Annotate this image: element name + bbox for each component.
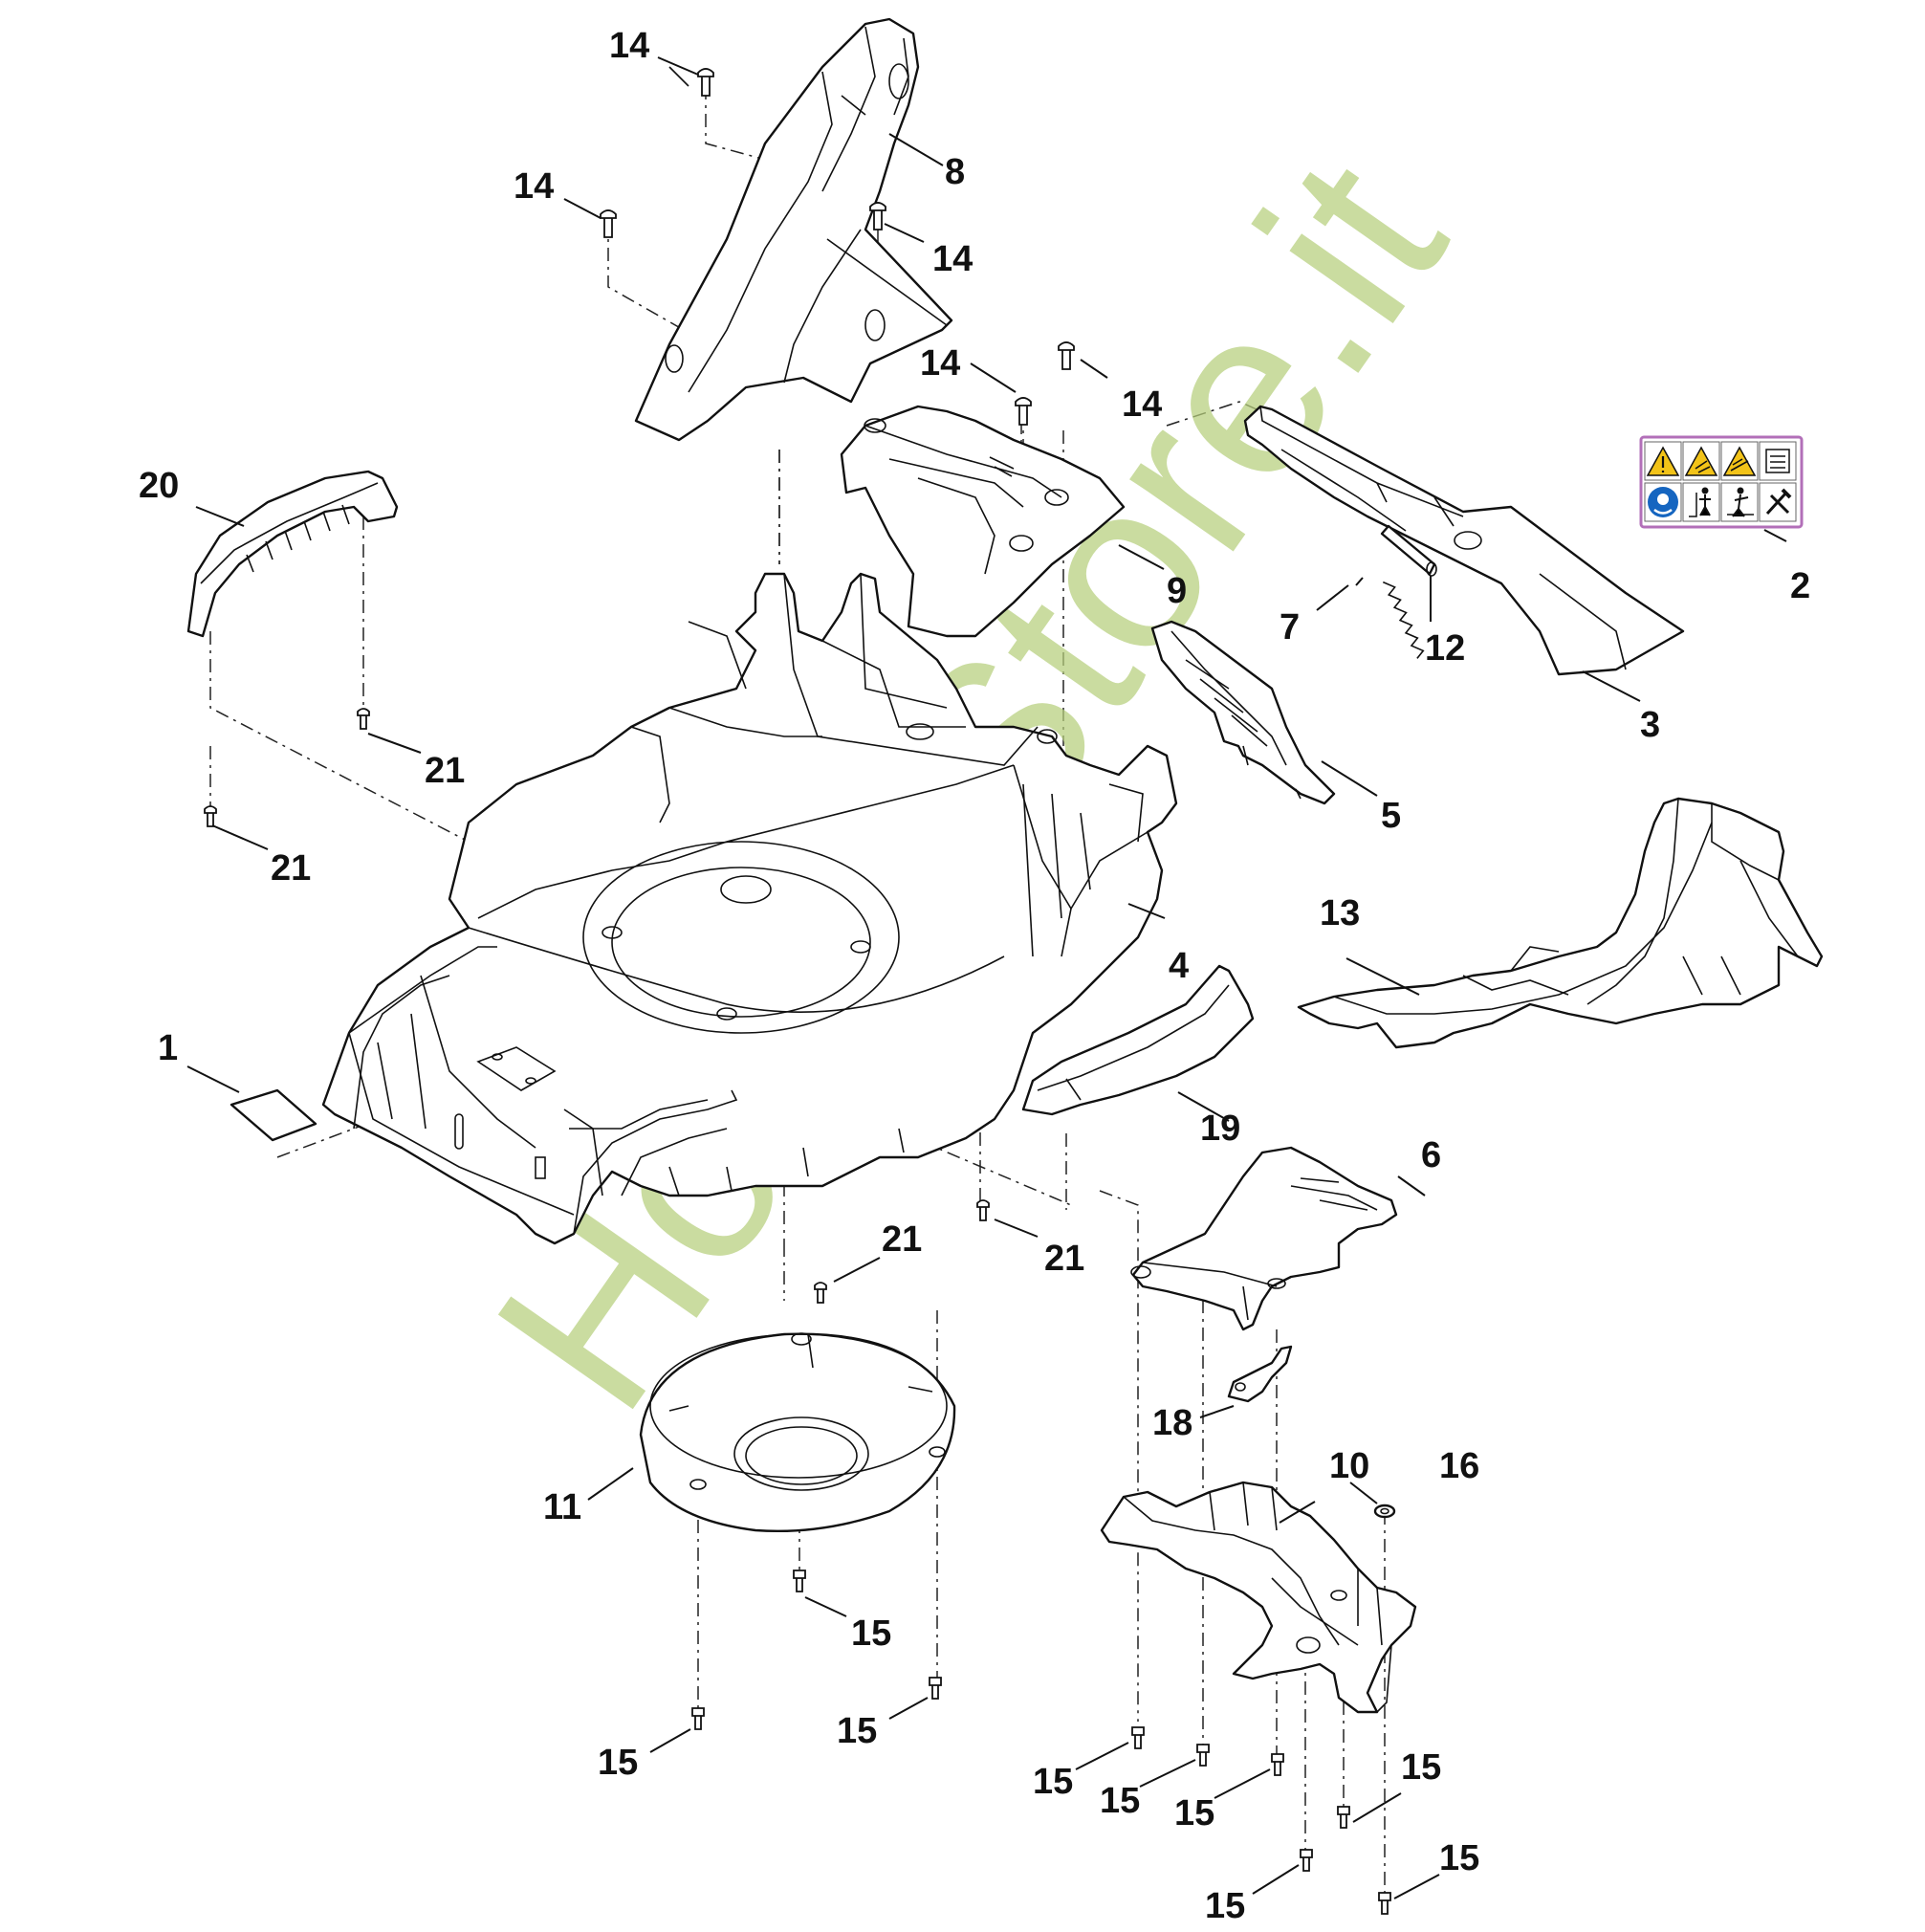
part-11-blade-guard — [639, 1332, 956, 1533]
callout-6: 6 — [1421, 1135, 1441, 1175]
callout-14: 14 — [1122, 384, 1162, 425]
leader-lines — [186, 56, 1787, 1899]
callout-15: 15 — [1205, 1886, 1245, 1926]
callout-5: 5 — [1381, 796, 1401, 836]
callout-12: 12 — [1425, 628, 1465, 669]
callout-14: 14 — [609, 26, 649, 66]
part-6-baffle-plate — [1130, 1146, 1398, 1331]
callout-15: 15 — [1033, 1762, 1073, 1802]
callout-20: 20 — [139, 466, 179, 506]
callout-15: 15 — [1100, 1781, 1140, 1821]
part-18-clip — [1227, 1345, 1293, 1403]
disconnect-spark-plug-icon — [1759, 482, 1797, 522]
callout-14: 14 — [514, 166, 554, 207]
callout-15: 15 — [837, 1711, 877, 1751]
callout-4: 4 — [1169, 946, 1189, 986]
part-1-label — [230, 1088, 317, 1142]
callout-15: 15 — [1174, 1793, 1214, 1833]
part-3-rear-flap — [1243, 405, 1685, 676]
callout-21: 21 — [882, 1219, 922, 1260]
part-7-spring — [1355, 577, 1425, 659]
part-4-mower-deck — [321, 572, 1178, 1245]
callout-15: 15 — [851, 1614, 891, 1654]
callout-8: 8 — [945, 152, 965, 192]
callout-21: 21 — [271, 848, 311, 889]
callout-3: 3 — [1640, 705, 1660, 745]
part-20-front-trim — [186, 470, 399, 638]
callout-14: 14 — [920, 343, 960, 384]
part-16-washer — [1373, 1504, 1396, 1519]
ear-protection-icon — [1644, 482, 1682, 522]
callout-19: 19 — [1200, 1109, 1240, 1149]
part-13-mulch-duct — [1297, 797, 1824, 1049]
part-2-warning-decal — [1639, 435, 1804, 529]
part-8-handle-bracket — [634, 17, 953, 442]
callout-15: 15 — [1439, 1838, 1479, 1878]
hand-blade-warning-icon — [1720, 441, 1759, 481]
operator-icon — [1720, 482, 1759, 522]
callout-16: 16 — [1439, 1446, 1479, 1486]
callout-11: 11 — [543, 1487, 581, 1527]
part-10-chute-housing — [1100, 1481, 1417, 1714]
callout-21: 21 — [1044, 1239, 1084, 1279]
callout-15: 15 — [1401, 1747, 1441, 1788]
callout-18: 18 — [1152, 1403, 1192, 1443]
callout-13: 13 — [1320, 893, 1360, 933]
part-9-handle-mount — [840, 405, 1126, 638]
warning-triangle-icon — [1644, 441, 1682, 481]
callout-9: 9 — [1167, 571, 1187, 611]
callout-1: 1 — [158, 1028, 178, 1068]
callout-2: 2 — [1790, 566, 1810, 606]
read-manual-icon — [1759, 441, 1797, 481]
callout-10: 10 — [1329, 1446, 1369, 1486]
callout-15: 15 — [598, 1743, 638, 1783]
thrown-object-warning-icon — [1682, 441, 1720, 481]
callout-21: 21 — [425, 751, 465, 791]
callout-labels: 14 14 8 14 14 14 9 2 3 12 7 5 13 4 19 6 … — [139, 26, 1810, 1926]
screws — [204, 68, 1391, 1915]
part-5-flap — [1150, 620, 1336, 805]
bystander-distance-icon — [1682, 482, 1720, 522]
part-19-side-trim — [1021, 964, 1255, 1116]
callout-7: 7 — [1280, 607, 1300, 648]
callout-14: 14 — [932, 239, 973, 279]
